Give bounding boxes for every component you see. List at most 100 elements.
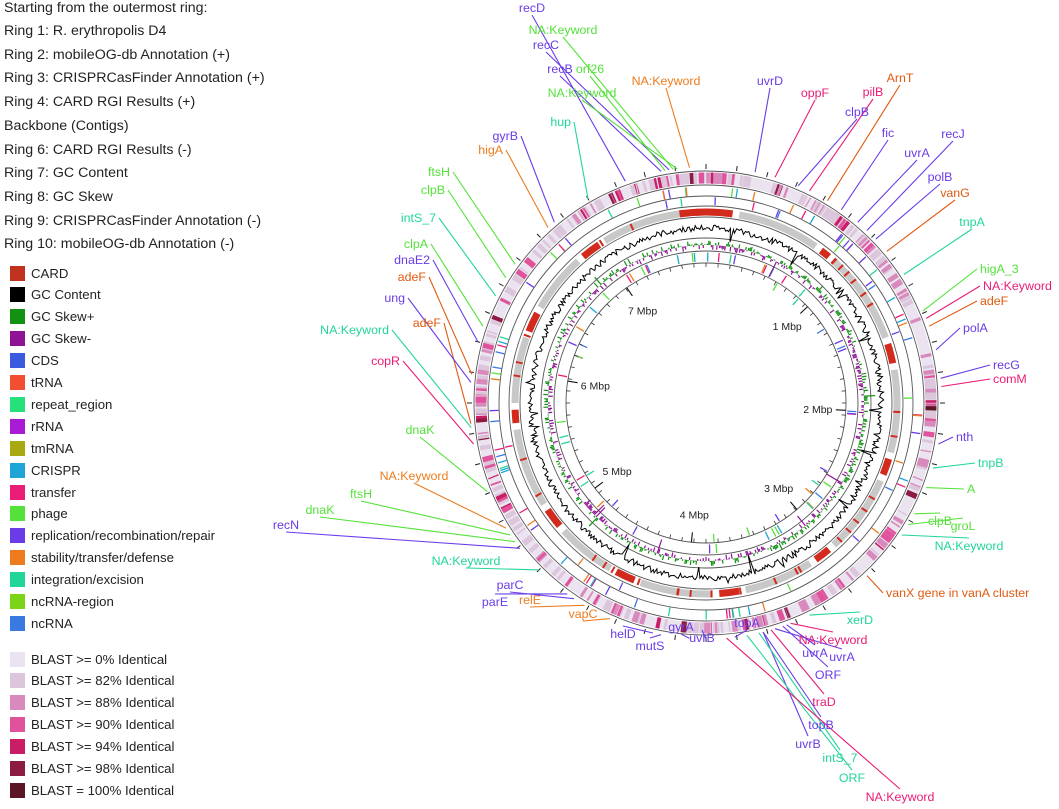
legend-swatch (10, 615, 25, 631)
gc-skew-bar (855, 358, 859, 361)
gc-skew-bar (857, 427, 862, 430)
gc-skew-bar (848, 469, 854, 473)
ring-outline (540, 237, 872, 569)
blast-hit (776, 609, 786, 622)
feature-mark (590, 578, 597, 587)
gc-skew-bar (799, 529, 804, 535)
legend-swatch (10, 396, 25, 412)
gc-skew-bar (740, 552, 743, 558)
gc-skew-bar (556, 349, 559, 352)
minor-tick (646, 526, 649, 531)
gene-leader-line (665, 87, 691, 168)
gene-leader-line (465, 567, 540, 571)
legend-swatch (10, 265, 25, 281)
outer-tick (848, 213, 852, 218)
feature-mark (847, 410, 857, 413)
blast-hit (816, 591, 825, 603)
feature-mark (751, 202, 755, 211)
gc-skew-bar (770, 544, 773, 548)
gc-skew-bar (862, 423, 867, 425)
gc-skew-bar (773, 259, 776, 261)
gene-label: NA:Keyword (529, 23, 598, 37)
gc-skew-bar (573, 315, 578, 319)
gc-skew-bar (848, 343, 853, 346)
blast-hit (536, 551, 547, 562)
gc-skew-bar (624, 538, 627, 541)
outer-tick (931, 340, 938, 343)
gene-label: vanX gene in vanA cluster (886, 586, 1029, 600)
blast-hit (609, 192, 617, 204)
blast-hit (859, 238, 869, 248)
minor-tick (773, 281, 777, 286)
gc-skew-bar (631, 538, 635, 543)
ring-outline (519, 216, 893, 590)
gc-skew-bar (834, 492, 836, 495)
gc-skew-bar (664, 552, 667, 556)
gene-label: NA:Keyword (548, 86, 617, 100)
outer-tick (848, 588, 852, 593)
gc-skew-bar (829, 309, 835, 314)
gc-skew-bar (803, 275, 808, 280)
gc-skew-bar (818, 294, 823, 299)
minor-tick (752, 271, 755, 276)
gc-skew-bar (836, 312, 841, 316)
gc-skew-bar (801, 275, 805, 279)
gc-skew-bar (789, 536, 791, 539)
outer-tick (922, 311, 927, 314)
legend-label: BLAST >= 0% Identical (31, 651, 168, 667)
contig-segment (738, 211, 818, 250)
feature-mark (725, 609, 728, 619)
minor-tick (783, 514, 787, 518)
tick-label: 5 Mbp (603, 466, 632, 478)
blast-hit (909, 316, 922, 325)
outer-tick (891, 545, 896, 549)
blast-hit (521, 534, 534, 547)
legend-item: CARD (10, 264, 68, 282)
gene-leader-line (774, 628, 843, 650)
outer-tick (516, 257, 521, 261)
gc-skew-bar (851, 340, 857, 344)
gc-skew-bar (572, 485, 576, 489)
gc-skew-bar (813, 287, 816, 290)
gene-label: dnaK (306, 503, 336, 517)
gc-skew-bar (832, 496, 835, 499)
outer-tick (931, 463, 938, 466)
minor-tick (669, 534, 672, 539)
feature-mark (823, 481, 832, 488)
gene-leader-line (562, 36, 674, 170)
gc-skew-bar (785, 265, 788, 268)
blast-hit (920, 352, 932, 359)
minor-tick (809, 312, 814, 316)
blast-hit (552, 228, 563, 240)
gc-skew-bar (825, 473, 843, 484)
gc-skew-bar (564, 474, 566, 476)
gene-leader-line (438, 217, 497, 297)
minor-tick (837, 366, 842, 369)
outer-tick (498, 519, 504, 523)
gc-skew-bar (760, 546, 764, 551)
feature-mark (618, 582, 624, 591)
feature-mark (837, 347, 847, 353)
legend-item: stability/transfer/defense (10, 549, 174, 567)
legend-ring-9: Ring 9: CRISPRCasFinder Annotation (-) (4, 212, 262, 229)
feature-mark (602, 292, 610, 301)
legend-ring-2: Ring 2: mobileOG-db Annotation (+) (4, 46, 230, 63)
gc-skew-bar (845, 328, 848, 331)
legend-swatch (10, 287, 25, 303)
blast-hit (594, 198, 606, 211)
legend-swatch (10, 462, 25, 478)
gc-skew-bar (851, 353, 857, 357)
legend-item: integration/excision (10, 571, 144, 589)
gc-skew-bar (816, 515, 820, 519)
minor-tick (823, 332, 828, 336)
blast-hit (865, 549, 878, 561)
minor-tick (817, 480, 821, 484)
blast-hit (874, 542, 885, 551)
gc-skew-bar (812, 286, 815, 290)
gene-leader-line (285, 531, 521, 549)
gc-skew-bar (769, 547, 773, 552)
gene-leader-line (809, 611, 861, 616)
blast-hit (923, 369, 935, 375)
minor-tick (793, 506, 797, 511)
blast-hit (886, 526, 897, 535)
